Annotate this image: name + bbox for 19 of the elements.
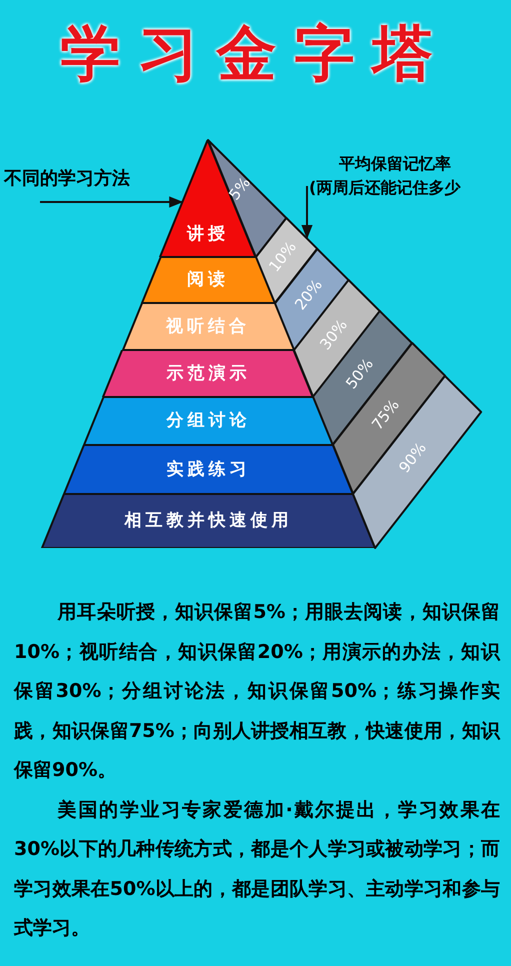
tier-label: 实践练习 xyxy=(165,461,252,478)
tier-label: 分组讨论 xyxy=(165,412,252,430)
tier-label: 讲授 xyxy=(186,226,230,243)
arrow xyxy=(301,186,313,240)
percent-label: 5% xyxy=(226,174,253,203)
pyramid-tier xyxy=(40,494,377,548)
rate-heading: (两周后还能记住多少 xyxy=(309,180,460,196)
body-paragraph: 用耳朵听授，知识保留5%；用眼去阅读，知识保留10%；视听结合，知识保留20%；用演示的办法，知识保留30%；分组讨论法，知识保留50%；练习操作实践，知识保留75%；向别人讲授相互教，快速使用，知识保留90%。 xyxy=(14,600,500,783)
body-paragraph: 美国的学业习专家爱德加·戴尔提出，学习效果在30%以下的几种传统方式，都是个人学习或被动学习；而学习效果在50%以上的，都是团队学习、主动学习和参与式学习。 xyxy=(14,798,500,941)
tier-label: 视听结合 xyxy=(164,318,252,335)
pyramid-tier xyxy=(62,445,355,494)
tier-label: 示范演示 xyxy=(165,365,252,382)
tier-label: 阅读 xyxy=(186,272,230,288)
page-title: 学习金字塔 xyxy=(60,24,452,84)
tier-label: 相互教并快速使用 xyxy=(123,512,294,530)
pyramid-tier xyxy=(120,303,296,350)
arrow xyxy=(40,196,184,208)
rate-heading: 平均保留记忆率 xyxy=(339,156,451,172)
method-heading: 不同的学习方法 xyxy=(4,170,130,188)
